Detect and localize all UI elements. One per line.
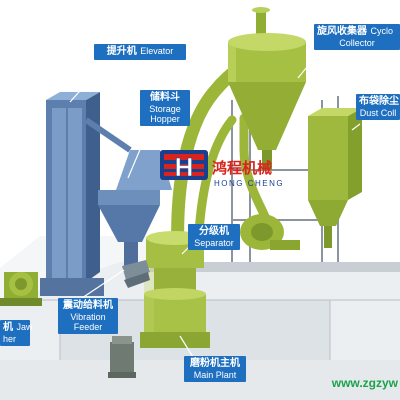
label-main-plant-en: Main Plant — [193, 369, 237, 380]
label-elevator-en: Elevator — [140, 46, 174, 56]
label-elevator-cn: 提升机 Elevator — [97, 46, 183, 58]
label-main-plant-cn: 磨粉机主机 — [190, 358, 240, 369]
label-storage-hopper-en2: Hopper — [150, 113, 180, 124]
label-cyclone-en1: Cyclo — [370, 26, 393, 36]
site-watermark: www.zgzyw — [331, 376, 399, 390]
brand-logo: H — [160, 150, 208, 182]
jaw-crusher — [0, 272, 42, 306]
label-dust-cn: 布袋除尘 — [359, 96, 399, 107]
label-elevator-cn-text: 提升机 — [106, 46, 137, 57]
label-separator-cn: 分级机 — [199, 226, 229, 237]
storage-hopper — [98, 150, 172, 266]
label-storage-hopper-cn: 储料斗 — [150, 92, 180, 103]
label-jaw-cn: 机 — [3, 322, 13, 333]
label-jaw-en1: Jaw — [16, 322, 33, 332]
label-cyclone-en2: Collector — [339, 37, 375, 48]
label-separator-en: Separator — [194, 237, 234, 248]
vibration-feeder — [122, 260, 150, 288]
logo-letter: H — [175, 152, 194, 182]
label-cyclone-cn-row: 旋风收集器 Cyclo — [317, 26, 397, 38]
label-vibration-feeder: 震动给料机 Vibration Feeder — [58, 298, 118, 335]
brand-name-cn: 鸿程机械 — [212, 159, 272, 177]
label-jaw-cn-row: 机 Jaw — [3, 322, 33, 334]
label-cyclone-cn: 旋风收集器 — [317, 26, 367, 37]
label-main-plant: 磨粉机主机 Main Plant — [184, 356, 246, 382]
label-storage-hopper: 储料斗 Storage Hopper — [140, 90, 190, 127]
label-elevator: 提升机 Elevator — [94, 44, 186, 60]
label-storage-hopper-en1: Storage — [149, 103, 181, 114]
brand-name-en: HONG CHENG — [214, 179, 284, 188]
blower-fan — [240, 214, 300, 250]
cyclone-collector — [228, 7, 306, 170]
label-jaw-crusher: 机 Jaw her — [0, 320, 33, 346]
label-separator: 分级机 Separator — [188, 224, 240, 250]
dust-collector — [308, 108, 362, 248]
label-vibration-cn: 震动给料机 — [63, 300, 113, 311]
drive-motor — [108, 336, 136, 378]
label-cyclone: 旋风收集器 Cyclo Collector — [314, 24, 400, 50]
label-jaw-en2: her — [3, 333, 17, 344]
label-vibration-en2: Feeder — [73, 321, 103, 332]
bucket-elevator — [40, 92, 132, 296]
label-dust-collector: 布袋除尘 Dust Coll — [356, 94, 400, 120]
label-dust-en: Dust Coll — [359, 107, 397, 118]
label-vibration-en1: Vibration — [70, 311, 106, 322]
